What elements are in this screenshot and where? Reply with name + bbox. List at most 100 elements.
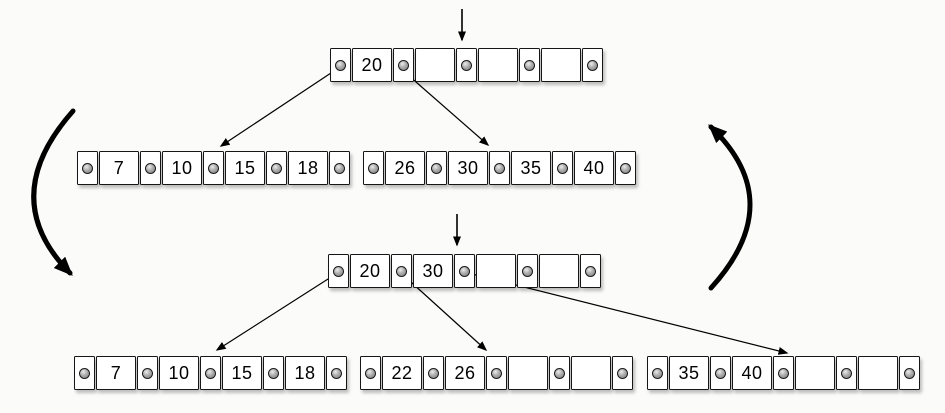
pointer-dot-icon bbox=[396, 265, 407, 277]
pointer-cell bbox=[391, 254, 412, 288]
pointer-dot-icon bbox=[333, 265, 344, 277]
pointer-cell bbox=[77, 151, 98, 185]
key-cell: 18 bbox=[285, 356, 325, 390]
pointer-cell bbox=[263, 356, 284, 390]
key-cell bbox=[415, 48, 455, 82]
pointer-dot-icon bbox=[271, 162, 282, 174]
pointer-dot-icon bbox=[82, 162, 93, 174]
key-cell: 35 bbox=[511, 151, 551, 185]
pointer-cell bbox=[140, 151, 161, 185]
key-cell bbox=[476, 254, 516, 288]
pointer-cell bbox=[710, 356, 731, 390]
pointer-cell bbox=[423, 356, 444, 390]
pointer-dot-icon bbox=[459, 265, 470, 277]
pointer-dot-icon bbox=[587, 59, 598, 71]
key-cell bbox=[478, 48, 518, 82]
pointer-cell bbox=[456, 48, 477, 82]
pointer-dot-icon bbox=[428, 367, 439, 379]
cycle-arrow-right-up bbox=[708, 124, 753, 291]
key-cell: 15 bbox=[222, 356, 262, 390]
pointer-cell bbox=[330, 48, 351, 82]
pointer-dot-icon bbox=[142, 367, 153, 379]
pointer-cell bbox=[203, 151, 224, 185]
pointer-dot-icon bbox=[398, 59, 409, 71]
key-cell: 7 bbox=[99, 151, 139, 185]
pointer-cell bbox=[486, 356, 507, 390]
key-cell: 30 bbox=[413, 254, 453, 288]
key-cell: 22 bbox=[382, 356, 422, 390]
pointer-dot-icon bbox=[331, 367, 342, 379]
pointer-dot-icon bbox=[461, 59, 472, 71]
key-cell: 30 bbox=[448, 151, 488, 185]
key-cell bbox=[858, 356, 898, 390]
pointer-dot-icon bbox=[841, 367, 852, 379]
pointer-dot-icon bbox=[522, 265, 533, 277]
pointer-cell bbox=[454, 254, 475, 288]
pointer-cell bbox=[773, 356, 794, 390]
key-cell: 26 bbox=[385, 151, 425, 185]
pointer-cell bbox=[393, 48, 414, 82]
btree-node-after-child-left: 7 10 15 18 bbox=[74, 356, 348, 390]
pointer-dot-icon bbox=[208, 162, 219, 174]
pointer-cell bbox=[519, 48, 540, 82]
pointer-dot-icon bbox=[268, 367, 279, 379]
btree-node-before-root: 20 bbox=[330, 48, 604, 82]
btree-node-before-child-left: 7 10 15 18 bbox=[77, 151, 351, 185]
pointer-cell bbox=[549, 356, 570, 390]
pointer-cell bbox=[615, 151, 636, 185]
key-cell: 18 bbox=[288, 151, 328, 185]
key-cell: 15 bbox=[225, 151, 265, 185]
pointer-dot-icon bbox=[904, 367, 915, 379]
key-cell: 10 bbox=[159, 356, 199, 390]
key-cell: 35 bbox=[669, 356, 709, 390]
pointer-dot-icon bbox=[205, 367, 216, 379]
pointer-cell bbox=[200, 356, 221, 390]
pointer-dot-icon bbox=[491, 367, 502, 379]
pointer-dot-icon bbox=[554, 367, 565, 379]
pointer-dot-icon bbox=[715, 367, 726, 379]
pointer-cell bbox=[328, 254, 349, 288]
pointer-cell bbox=[363, 151, 384, 185]
key-cell: 7 bbox=[96, 356, 136, 390]
key-cell: 40 bbox=[574, 151, 614, 185]
pointer-dot-icon bbox=[778, 367, 789, 379]
key-cell bbox=[795, 356, 835, 390]
pointer-dot-icon bbox=[652, 367, 663, 379]
pointer-dot-icon bbox=[620, 162, 631, 174]
pointer-cell bbox=[426, 151, 447, 185]
key-cell bbox=[571, 356, 611, 390]
key-cell: 10 bbox=[162, 151, 202, 185]
pointer-cell bbox=[489, 151, 510, 185]
key-cell bbox=[508, 356, 548, 390]
btree-node-after-child-right: 35 40 bbox=[647, 356, 921, 390]
pointer-dot-icon bbox=[79, 367, 90, 379]
key-cell: 20 bbox=[350, 254, 390, 288]
pointer-cell bbox=[517, 254, 538, 288]
pointer-cell bbox=[647, 356, 668, 390]
pointer-dot-icon bbox=[524, 59, 535, 71]
key-cell bbox=[539, 254, 579, 288]
pointer-cell bbox=[582, 48, 603, 82]
btree-node-before-child-right: 26 30 35 40 bbox=[363, 151, 637, 185]
pointer-cell bbox=[836, 356, 857, 390]
pointer-cell bbox=[612, 356, 633, 390]
pointer-cell bbox=[266, 151, 287, 185]
key-cell: 26 bbox=[445, 356, 485, 390]
key-cell: 20 bbox=[352, 48, 392, 82]
edge-after-p1-child0 bbox=[215, 271, 340, 351]
pointer-cell bbox=[326, 356, 347, 390]
pointer-dot-icon bbox=[335, 59, 346, 71]
pointer-dot-icon bbox=[145, 162, 156, 174]
pointer-dot-icon bbox=[585, 265, 596, 277]
btree-node-after-child-middle: 22 26 bbox=[360, 356, 634, 390]
pointer-dot-icon bbox=[617, 367, 628, 379]
pointer-dot-icon bbox=[365, 367, 376, 379]
pointer-cell bbox=[580, 254, 601, 288]
pointer-dot-icon bbox=[431, 162, 442, 174]
pointer-cell bbox=[552, 151, 573, 185]
pointer-dot-icon bbox=[334, 162, 345, 174]
key-cell: 40 bbox=[732, 356, 772, 390]
pointer-dot-icon bbox=[557, 162, 568, 174]
